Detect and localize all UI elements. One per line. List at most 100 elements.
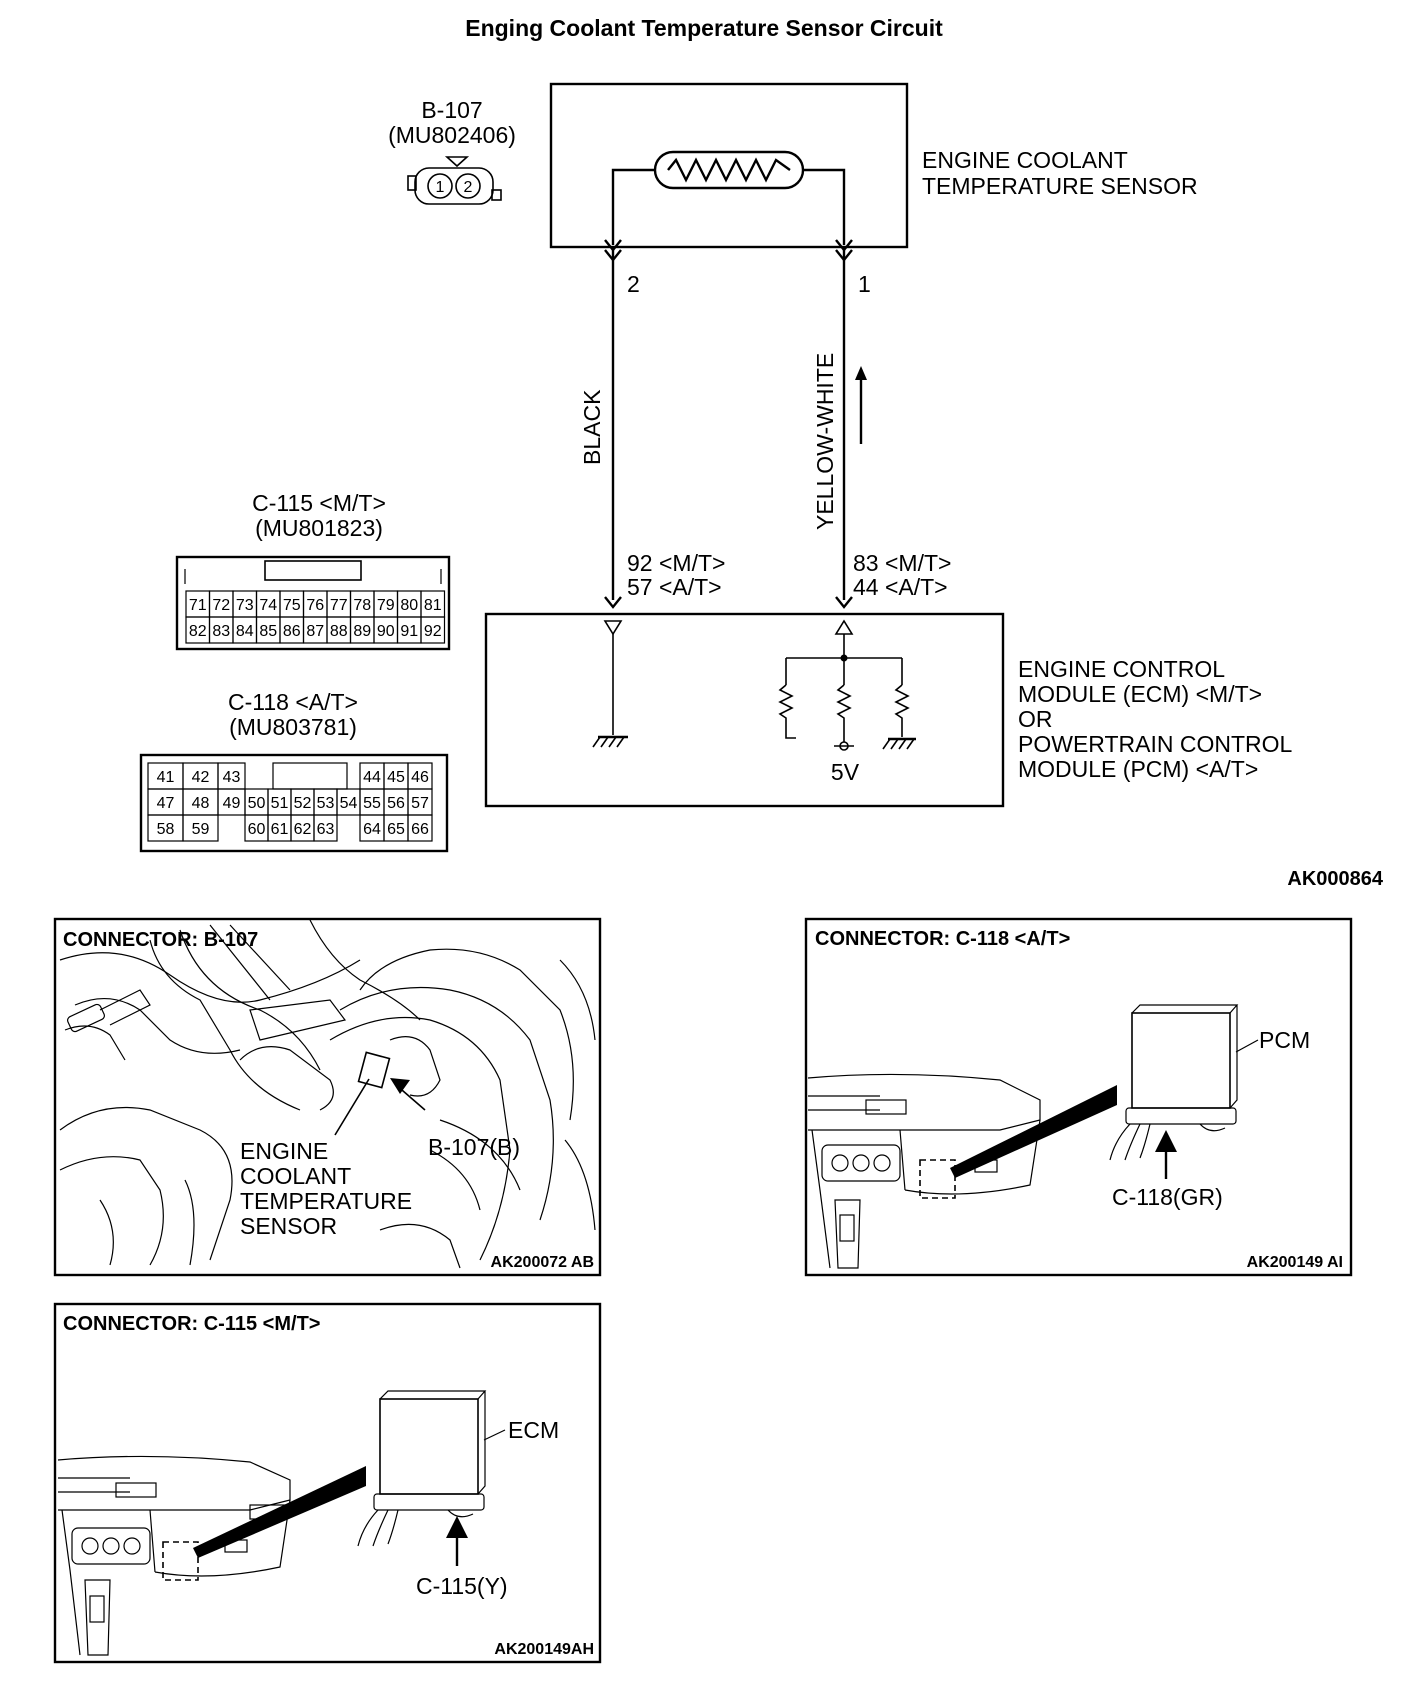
pin-label-2: 2 bbox=[464, 179, 473, 196]
sensor-connector-shape bbox=[357, 1051, 391, 1089]
c118-row2-pin-label: 48 bbox=[192, 795, 210, 812]
c118-row2-pin-label: 47 bbox=[157, 795, 175, 812]
panel-b107-code: AK200072 AB bbox=[491, 1254, 594, 1271]
c115-row1-pin-label: 76 bbox=[306, 597, 324, 614]
sensor-box: ENGINE COOLANT TEMPERATURE SENSOR bbox=[549, 82, 1198, 249]
c118-row1-pin-label: 43 bbox=[223, 769, 241, 786]
c118-row3-pin-label: 62 bbox=[294, 821, 312, 838]
b107-callout: B-107(B) bbox=[428, 1134, 520, 1160]
sensor-name-line2: TEMPERATURE SENSOR bbox=[922, 173, 1198, 199]
c115-row2-pin-label: 86 bbox=[283, 623, 301, 640]
c118-name: C-118 <A/T> bbox=[228, 689, 358, 715]
wire-black: 2 BLACK 92 <M/T> 57 <A/T> bbox=[579, 239, 725, 609]
ecm-pin-92-mt: 92 <M/T> bbox=[627, 550, 725, 576]
c118-row3-cell bbox=[182, 814, 219, 842]
c118-row2-pin-label: 56 bbox=[387, 795, 405, 812]
resistor-icon bbox=[778, 684, 796, 739]
sensor-pin-2-label: 2 bbox=[627, 271, 640, 297]
c115-row1-pin-label: 74 bbox=[259, 597, 277, 614]
c118-row3-cell bbox=[407, 814, 433, 842]
wire-color-black: BLACK bbox=[579, 389, 605, 465]
b107-label-line4: SENSOR bbox=[240, 1213, 337, 1239]
c118-row3-cell bbox=[313, 814, 338, 842]
ecm-terminal-icon bbox=[834, 619, 854, 635]
sensor-name-line1: ENGINE COOLANT bbox=[922, 147, 1128, 173]
location-pointer-wedge bbox=[193, 1466, 366, 1558]
c115-row2-cell bbox=[420, 616, 446, 644]
c115-housing bbox=[175, 555, 451, 651]
c118-housing bbox=[139, 753, 449, 853]
ecm-outline bbox=[484, 612, 1005, 808]
callout-arrow-icon bbox=[390, 1078, 410, 1094]
panel-c115: CONNECTOR: C-115 <M/T> ECM C-115(Y) AK20… bbox=[53, 1302, 602, 1664]
connector-key-icon bbox=[444, 156, 470, 168]
connector-latch-left bbox=[407, 175, 417, 191]
c115-row1-pin-label: 75 bbox=[283, 597, 301, 614]
panel-b107-frame bbox=[53, 917, 602, 1277]
callout-arrow-icon bbox=[446, 1516, 468, 1538]
panel-c118-frame bbox=[804, 917, 1353, 1277]
panel-c115-header: CONNECTOR: C-115 <M/T> bbox=[63, 1313, 320, 1335]
panel-c115-code: AK200149AH bbox=[494, 1641, 594, 1658]
c115-callout: C-115(Y) bbox=[416, 1573, 508, 1599]
connector-housing bbox=[414, 167, 494, 205]
c115-row2-pin-label: 87 bbox=[306, 623, 324, 640]
c118-row1-pin-label: 41 bbox=[157, 769, 175, 786]
c115-row1-pin-label: 78 bbox=[353, 597, 371, 614]
c115-row2-pin-label: 88 bbox=[330, 623, 348, 640]
c118-row3-pin-label: 65 bbox=[387, 821, 405, 838]
c118-row2-pin-label: 53 bbox=[317, 795, 335, 812]
sensor-part-number: (MU802406) bbox=[388, 122, 516, 148]
c118-row3-pin-label: 61 bbox=[271, 821, 289, 838]
ecm-name-line2: MODULE (ECM) <M/T> bbox=[1018, 681, 1262, 707]
c118-row1-pin-label: 42 bbox=[192, 769, 210, 786]
sensor-internal-wire-left bbox=[611, 168, 655, 245]
dashboard-illustration bbox=[57, 1390, 506, 1656]
terminal-arrow-icon bbox=[835, 596, 853, 609]
sensor-internal-wire-right bbox=[803, 168, 846, 245]
ecm-name-line1: ENGINE CONTROL bbox=[1018, 656, 1225, 682]
c118-row2-pin-label: 49 bbox=[223, 795, 241, 812]
c118-row1-pin-label: 45 bbox=[387, 769, 405, 786]
c118-row2-pin-label: 51 bbox=[271, 795, 289, 812]
c118-row3-pin-label: 58 bbox=[157, 821, 175, 838]
c118-row3-pin-label: 60 bbox=[248, 821, 266, 838]
ecm-name-line3: OR bbox=[1018, 706, 1053, 732]
leader-line bbox=[334, 1078, 370, 1136]
resistor-icon bbox=[836, 684, 852, 742]
ecm-pin-57-at: 57 <A/T> bbox=[627, 574, 722, 600]
ecm-box: 5V ENGINE CONTROL MODULE (ECM) <M/T> OR … bbox=[484, 612, 1293, 808]
c118-row3-pin-label: 63 bbox=[317, 821, 335, 838]
c118-part-number: (MU803781) bbox=[229, 714, 357, 740]
c115-row1-pin-label: 79 bbox=[377, 597, 395, 614]
ecm-module-shape bbox=[379, 1398, 479, 1495]
c118-row3-pin-label: 64 bbox=[363, 821, 381, 838]
c115-lock bbox=[264, 560, 362, 581]
panel-c118-code: AK200149 AI bbox=[1247, 1254, 1343, 1271]
thermistor-capsule bbox=[653, 150, 805, 190]
ecm-label: ECM bbox=[508, 1417, 559, 1443]
ecm-pin-83-mt: 83 <M/T> bbox=[853, 550, 951, 576]
wire-yellow-white: 1 YELLOW-WHITE 83 <M/T> 44 <A/T> bbox=[812, 239, 951, 609]
pcm-label: PCM bbox=[1259, 1027, 1310, 1053]
c115-row2-pin-label: 89 bbox=[353, 623, 371, 640]
ecm-location-box bbox=[162, 1541, 199, 1581]
ecm-5v-label: 5V bbox=[831, 759, 860, 785]
ecm-name-line5: MODULE (PCM) <A/T> bbox=[1018, 756, 1258, 782]
b107-label-line3: TEMPERATURE bbox=[240, 1188, 412, 1214]
c115-row2-pin-label: 91 bbox=[400, 623, 418, 640]
c115-row1-pin-label: 80 bbox=[400, 597, 418, 614]
c118-row2-pin-label: 55 bbox=[363, 795, 381, 812]
engine-bay-illustration bbox=[59, 919, 596, 1269]
c115-row2-pin-label: 82 bbox=[189, 623, 207, 640]
panel-c115-frame bbox=[53, 1302, 602, 1664]
ground-hatch-icon bbox=[592, 736, 625, 748]
c115-name: C-115 <M/T> bbox=[252, 490, 386, 516]
ecm-name-line4: POWERTRAIN CONTROL bbox=[1018, 731, 1293, 757]
c118-row2-pin-label: 52 bbox=[294, 795, 312, 812]
c118-empty-slot bbox=[337, 815, 360, 841]
c115-row2-pin-label: 90 bbox=[377, 623, 395, 640]
sensor-connector-id: B-107 bbox=[421, 97, 482, 123]
pin-circle-2 bbox=[455, 173, 481, 199]
